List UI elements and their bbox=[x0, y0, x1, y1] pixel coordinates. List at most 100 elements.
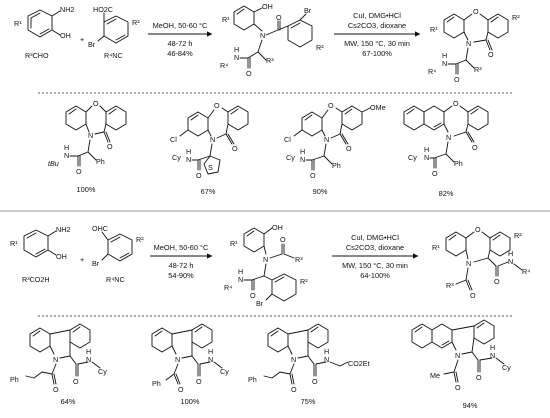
int-r4: R⁴ bbox=[220, 61, 228, 70]
bx4-yield: 94% bbox=[463, 401, 478, 410]
bx2-o2: O bbox=[196, 377, 202, 386]
bottom-example-2: N O Ph O H N Cy 100% bbox=[151, 323, 229, 406]
top-examples: O N O Ph O H N tBu 100% bbox=[48, 99, 489, 198]
bx4-o2: O bbox=[476, 373, 482, 382]
bx3-nh: N bbox=[324, 355, 329, 364]
ex3-o: O bbox=[328, 101, 334, 110]
plus-sign: + bbox=[80, 35, 84, 44]
ex4-o2: O bbox=[432, 169, 438, 178]
bx2-n: N bbox=[175, 355, 180, 364]
ex1-o1: O bbox=[107, 142, 113, 151]
bx3-n: N bbox=[291, 355, 296, 364]
bottom-aminophenol: R¹ NH2 OH bbox=[10, 225, 70, 261]
aldehyde-label: R³CHO bbox=[25, 51, 49, 60]
b-isocyanide-label: R⁴NC bbox=[106, 275, 125, 284]
bx4-o1: O bbox=[455, 383, 461, 392]
ex1-o: O bbox=[93, 99, 99, 108]
b-step2-cond-4: 64-100% bbox=[360, 271, 390, 280]
bx4-me: Me bbox=[430, 371, 440, 380]
b-plus-sign: + bbox=[80, 255, 84, 264]
top-example-4: O N O Ph O H N Cy 82% bbox=[403, 99, 489, 198]
b-int-r2: R² bbox=[300, 277, 308, 286]
ex4-yield: 82% bbox=[439, 189, 454, 198]
int-br: Br bbox=[304, 6, 312, 15]
step1-cond-2: 48-72 h bbox=[167, 39, 192, 48]
bx3-o2: O bbox=[312, 377, 318, 386]
bx3-co2et: CO2Et bbox=[348, 359, 370, 368]
bx4-h: H bbox=[490, 343, 495, 352]
int-r2: R² bbox=[316, 43, 324, 52]
r2-label: R² bbox=[132, 18, 140, 27]
prod-r1: R¹ bbox=[430, 25, 438, 34]
b-r1-label: R¹ bbox=[10, 239, 18, 248]
b-prod-r4: R⁴ bbox=[522, 267, 530, 276]
ex4-nh: N bbox=[424, 153, 429, 162]
prod-n-amide: N bbox=[442, 59, 447, 68]
bottom-scheme: R¹ NH2 OH R³CO2H + OHC Br R² R⁴NC MeOH, … bbox=[10, 223, 530, 308]
b-prod-o2: O bbox=[494, 277, 500, 286]
step2-cond-3: MW, 150 °C, 30 min bbox=[344, 39, 410, 48]
bottom-example-1: N O Ph O H N Cy 64% bbox=[10, 323, 107, 406]
bottom-product: O R¹ R² N O N H R⁴ O R³ bbox=[432, 225, 530, 300]
b-prod-o1: O bbox=[470, 291, 476, 300]
ex3-yield: 90% bbox=[313, 187, 328, 196]
ex2-yield: 67% bbox=[201, 187, 216, 196]
b-int-oh: OH bbox=[272, 223, 283, 232]
b-prod-h: H bbox=[508, 249, 513, 258]
ex4-ph: Ph bbox=[454, 159, 463, 168]
int-n-amide: N bbox=[234, 53, 239, 62]
bottom-example-4: N Me O O H N Cy 94% bbox=[411, 319, 511, 410]
prod-r2: R² bbox=[512, 13, 520, 22]
prod-o: O bbox=[473, 7, 479, 16]
ex3-cy: Cy bbox=[286, 153, 295, 162]
ex1-o2: O bbox=[76, 167, 82, 176]
ex3-nh: N bbox=[300, 155, 305, 164]
b-int-o1: O bbox=[280, 235, 286, 244]
top-example-3: O Cl OMe N O Ph O H N Cy 90% bbox=[284, 101, 386, 196]
r1-label: R¹ bbox=[14, 19, 22, 28]
bx2-h: H bbox=[208, 347, 213, 356]
int-o2: O bbox=[246, 69, 252, 78]
ex4-o: O bbox=[453, 99, 459, 108]
prod-h: H bbox=[442, 51, 447, 60]
int-h: H bbox=[234, 45, 239, 54]
prod-o2: O bbox=[454, 75, 460, 84]
ex4-o1: O bbox=[472, 143, 478, 152]
co2h-label: HO2C bbox=[93, 5, 113, 14]
bx3-ph: Ph bbox=[248, 375, 257, 384]
bottom-example-3: N O Ph O H N CO2Et 75% bbox=[248, 323, 370, 406]
int-r3: R³ bbox=[266, 56, 274, 65]
bx2-nh: N bbox=[208, 355, 213, 364]
bx1-h: H bbox=[86, 347, 91, 356]
ex4-h: H bbox=[424, 145, 429, 154]
ex4-n: N bbox=[446, 133, 451, 142]
b-r2-label: R² bbox=[136, 235, 144, 244]
ex1-nh: N bbox=[64, 151, 69, 160]
bx4-nh: N bbox=[490, 351, 495, 360]
bx1-n: N bbox=[53, 355, 58, 364]
b-prod-r2: R² bbox=[514, 231, 522, 240]
step1-cond-3: 46-84% bbox=[167, 49, 193, 58]
b-int-br: Br bbox=[256, 299, 264, 308]
b-prod-o: O bbox=[475, 225, 481, 234]
b-prod-r3: R³ bbox=[446, 281, 454, 290]
br-label: Br bbox=[88, 40, 96, 49]
int-o1: O bbox=[276, 13, 282, 22]
prod-n: N bbox=[466, 39, 471, 48]
ex3-ph: Ph bbox=[332, 161, 341, 170]
ex1-h: H bbox=[64, 143, 69, 152]
b-prod-n-amide: N bbox=[508, 257, 513, 266]
b-cho-label: OHC bbox=[92, 224, 108, 233]
b-acid-label: R³CO2H bbox=[22, 275, 50, 284]
int-r1: R¹ bbox=[222, 15, 230, 24]
bx4-cy: Cy bbox=[502, 363, 511, 372]
top-scheme: R¹ NH2 OH R³CHO + HO2C Br R² R⁴NC MeOH, … bbox=[14, 2, 520, 84]
ex3-cl: Cl bbox=[284, 135, 291, 144]
bx2-ph: Ph bbox=[152, 379, 161, 388]
bottom-bromobenzaldehyde: OHC Br R² bbox=[92, 224, 144, 268]
ex3-ome: OMe bbox=[370, 103, 386, 112]
ex2-o2: O bbox=[196, 171, 202, 180]
bx3-h: H bbox=[324, 347, 329, 356]
ex2-n: N bbox=[210, 135, 215, 144]
